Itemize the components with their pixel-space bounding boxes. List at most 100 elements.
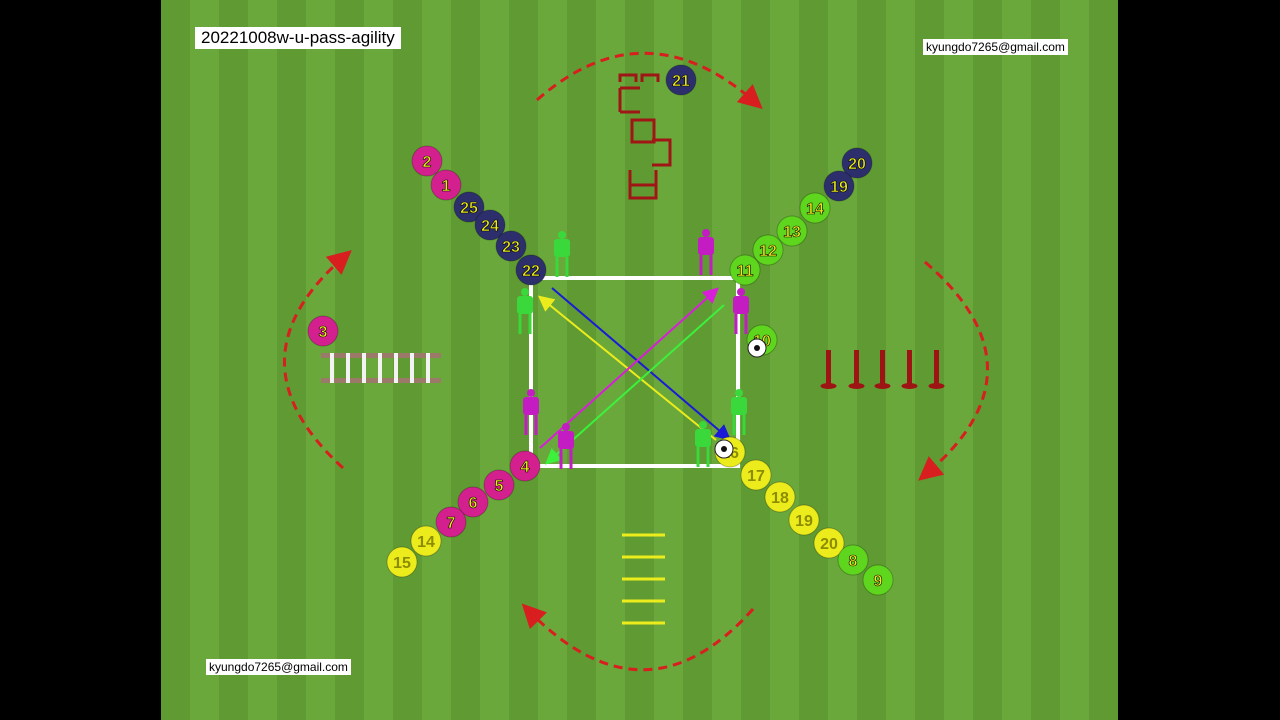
cone-poles [820, 350, 945, 389]
player-number: 1 [442, 178, 451, 195]
player-circle [495, 230, 527, 262]
mannequins [517, 229, 749, 469]
player-token: 25 [453, 191, 485, 223]
player-token: 21 [665, 64, 697, 96]
right-rotation-arrow [918, 260, 989, 481]
player-token: 22 [515, 254, 547, 286]
player-number: 8 [849, 553, 858, 570]
agility-hurdles [618, 73, 672, 200]
player-circle [862, 564, 894, 596]
left-rotation-arrow [283, 250, 352, 470]
player-token: 20 [813, 527, 845, 559]
player-circle [764, 481, 796, 513]
player-number: 3 [319, 324, 328, 341]
player-circle [729, 254, 761, 286]
player-number: 13 [783, 224, 801, 241]
player-number: 24 [481, 218, 499, 235]
player-token: 6 [457, 486, 489, 518]
player-number: 23 [502, 239, 520, 256]
player-circle [453, 191, 485, 223]
player-number: 7 [447, 515, 456, 532]
player-number: 14 [417, 534, 435, 551]
player-token: 11 [729, 254, 761, 286]
player-number: 12 [759, 243, 777, 260]
player-circle [752, 234, 784, 266]
player-number: 9 [874, 573, 883, 590]
player-circle [837, 544, 869, 576]
player-number: 19 [830, 179, 848, 196]
passing-square [529, 276, 740, 468]
player-number: 15 [393, 555, 411, 572]
player-circle [457, 486, 489, 518]
player-token: 18 [764, 481, 796, 513]
player-circle [483, 469, 515, 501]
player-circle [411, 145, 443, 177]
player-circle [410, 525, 442, 557]
player-number: 20 [820, 536, 838, 553]
player-token: 9 [862, 564, 894, 596]
players: 2125242322212019141312111034567141516171… [307, 64, 894, 596]
pass-arrows [537, 287, 732, 465]
pass-arrow-magenta [539, 287, 719, 449]
player-circle [740, 459, 772, 491]
drill-title: 20221008w-u-pass-agility [195, 27, 401, 49]
player-circle [813, 527, 845, 559]
player-circle [386, 546, 418, 578]
author-email-top: kyungdo7265@gmail.com [923, 39, 1068, 55]
agility-ladder [321, 353, 441, 383]
player-token: 13 [776, 215, 808, 247]
player-token: 1 [430, 169, 462, 201]
bottom-rotation-arrow [521, 603, 755, 672]
mannequin [695, 421, 711, 467]
player-token: 23 [495, 230, 527, 262]
player-token: 8 [837, 544, 869, 576]
player-token: 3 [307, 315, 339, 347]
player-circle [799, 192, 831, 224]
player-number: 21 [672, 73, 690, 90]
player-circle [474, 209, 506, 241]
mannequin [517, 288, 533, 334]
player-number: 6 [469, 495, 478, 512]
player-token: 19 [788, 504, 820, 536]
mannequin [558, 423, 574, 469]
player-circle [307, 315, 339, 347]
player-number: 14 [806, 201, 824, 218]
player-number: 5 [495, 478, 504, 495]
player-token: 24 [474, 209, 506, 241]
player-number: 2 [423, 154, 432, 171]
player-circle [776, 215, 808, 247]
mannequin [733, 288, 749, 334]
player-circle [788, 504, 820, 536]
speed-marks [622, 533, 665, 625]
player-token: 15 [386, 546, 418, 578]
player-number: 20 [848, 156, 866, 173]
top-rotation-arrow [536, 51, 763, 109]
player-number: 19 [795, 513, 813, 530]
pass-arrow-blue [551, 287, 732, 441]
player-token: 17 [740, 459, 772, 491]
player-token: 12 [752, 234, 784, 266]
player-token: 7 [435, 506, 467, 538]
mannequin [554, 231, 570, 277]
author-email-bottom: kyungdo7265@gmail.com [206, 659, 351, 675]
player-circle [430, 169, 462, 201]
player-token: 19 [823, 170, 855, 202]
player-token: 2 [411, 145, 443, 177]
player-number: 25 [460, 200, 478, 217]
player-token: 4 [509, 450, 541, 482]
pass-arrow-green [545, 304, 725, 465]
player-circle [515, 254, 547, 286]
mannequin [523, 389, 539, 435]
player-token: 20 [841, 147, 873, 179]
player-circle [509, 450, 541, 482]
rotation-arrows [283, 51, 989, 672]
player-number: 18 [771, 490, 789, 507]
mannequin [731, 389, 747, 435]
player-circle [665, 64, 697, 96]
player-number: 11 [737, 263, 754, 280]
player-token: 14 [799, 192, 831, 224]
player-token: 14 [410, 525, 442, 557]
player-number: 4 [521, 459, 530, 476]
ball-bottom-right [714, 439, 734, 459]
